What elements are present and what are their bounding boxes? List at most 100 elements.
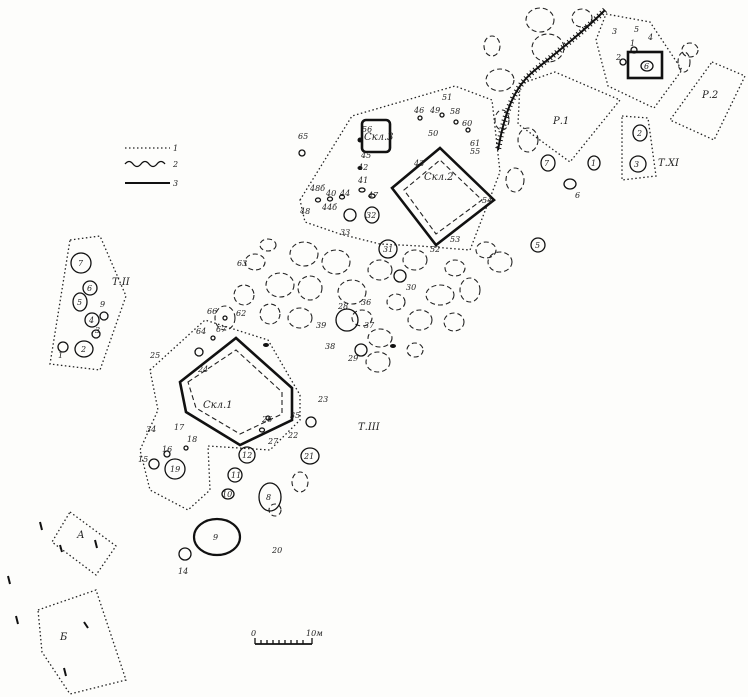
pit-outline	[297, 275, 323, 301]
pit-label: 36	[361, 298, 371, 307]
pit-label: 51	[442, 93, 452, 102]
pit-label: 33	[340, 228, 350, 237]
pit-label: 2	[615, 53, 621, 62]
area-label-r2: Р.2	[701, 90, 718, 101]
pit-outline	[487, 251, 513, 273]
pit-14	[178, 547, 192, 561]
pit-number-labels: 7 6 5 4 2 1 9 3 9 14 20 8 10 11 12 19 15…	[58, 25, 653, 576]
pit-outline	[681, 42, 699, 58]
pit-label: 48	[299, 207, 310, 216]
pit-label: 4	[647, 33, 653, 42]
pit-label: 3	[634, 160, 639, 169]
pit-outline	[214, 305, 236, 331]
pit-1-t2	[57, 341, 69, 353]
area-a-boundary	[51, 511, 117, 576]
solid-pits	[57, 46, 654, 561]
pit-outline	[485, 68, 515, 92]
area-label-b: Б	[59, 632, 68, 643]
pit-outline	[287, 307, 313, 329]
pit-22	[305, 416, 317, 428]
post-hole	[263, 343, 269, 347]
post-hole	[314, 197, 322, 203]
pit-label: 62	[236, 309, 246, 318]
pit-label: 44б	[321, 203, 337, 212]
pit-outline	[259, 303, 281, 325]
pit-outline	[268, 503, 282, 517]
pit-5-right	[530, 237, 546, 253]
post-hole	[265, 415, 271, 421]
pit-label: 5	[535, 241, 540, 250]
pit-label: 31	[383, 245, 393, 254]
pit-label: 41	[357, 176, 368, 185]
pit-12	[238, 446, 256, 464]
pit-label: 65	[298, 132, 308, 141]
area-label-r1: Р.1	[552, 116, 569, 127]
pit-label: 19	[170, 465, 180, 474]
pit-label: 1	[591, 159, 596, 168]
pit-label: 20	[271, 546, 282, 555]
post-hole	[326, 196, 334, 202]
pit-label: 22	[287, 431, 298, 440]
area-label-t11: Т.XI	[658, 158, 680, 169]
pit-outline	[444, 259, 466, 277]
pit-label: 7	[78, 259, 84, 268]
pit-2-top	[619, 58, 627, 66]
pit-17	[163, 450, 171, 458]
pit-label: 10	[222, 490, 232, 499]
pit-label: 12	[242, 451, 252, 460]
pit-outline	[402, 249, 428, 271]
pit-label: 46	[413, 106, 424, 115]
pit-outline	[351, 309, 373, 327]
pit-outline	[483, 35, 501, 57]
pit-near-24	[194, 347, 204, 357]
post-hole	[210, 335, 216, 341]
pit-outline	[244, 253, 266, 271]
pit-label: 61	[470, 139, 480, 148]
pit-outline	[265, 272, 295, 298]
pit-label: 9	[100, 300, 105, 309]
pit-label: 6	[575, 191, 580, 200]
pit-21	[300, 447, 320, 465]
area-t11-boundary	[621, 115, 657, 181]
scale-start-label: 0	[251, 629, 256, 638]
structure-skl1-inner	[187, 349, 283, 435]
pit-label: 27	[267, 437, 279, 446]
pit-outline	[259, 238, 277, 252]
pit-label: 17	[174, 423, 185, 432]
pit-1-top	[630, 46, 638, 54]
pit-33	[343, 208, 357, 222]
pit-label: 50	[428, 129, 438, 138]
legend: 1 2 3	[124, 144, 178, 188]
railway-line	[495, 7, 608, 151]
pit-label: 8	[266, 493, 271, 502]
pit-label: 52	[430, 245, 440, 254]
area-label-t2: Т.II	[112, 277, 131, 288]
legend-wavy-line	[124, 160, 166, 168]
pit-label: 45	[360, 151, 371, 160]
post-hole	[357, 166, 363, 170]
post-hole	[183, 445, 189, 451]
pit-label: 35	[290, 411, 300, 420]
pit-2-t2	[74, 340, 94, 358]
pit-5-t2	[72, 292, 88, 312]
mark	[63, 667, 67, 677]
pit-16	[148, 458, 160, 470]
pit-28	[335, 308, 359, 332]
pit-outline	[289, 241, 319, 267]
pit-label: 34	[146, 425, 156, 434]
mark	[15, 615, 19, 625]
pit-label: 49	[429, 106, 440, 115]
pit-7-t2	[70, 252, 92, 274]
area-outlines	[37, 13, 746, 695]
pit-label: 40	[325, 189, 336, 198]
pit-label: 56	[362, 125, 372, 134]
railway-ties	[495, 7, 608, 151]
pit-outline	[494, 109, 510, 131]
dashed-pits	[214, 7, 699, 517]
pit-outline	[291, 471, 309, 493]
pit-label: 64	[196, 327, 206, 336]
pit-label: 23	[317, 395, 328, 404]
pit-label: 42	[357, 163, 368, 172]
pit-label: 24	[197, 365, 208, 374]
